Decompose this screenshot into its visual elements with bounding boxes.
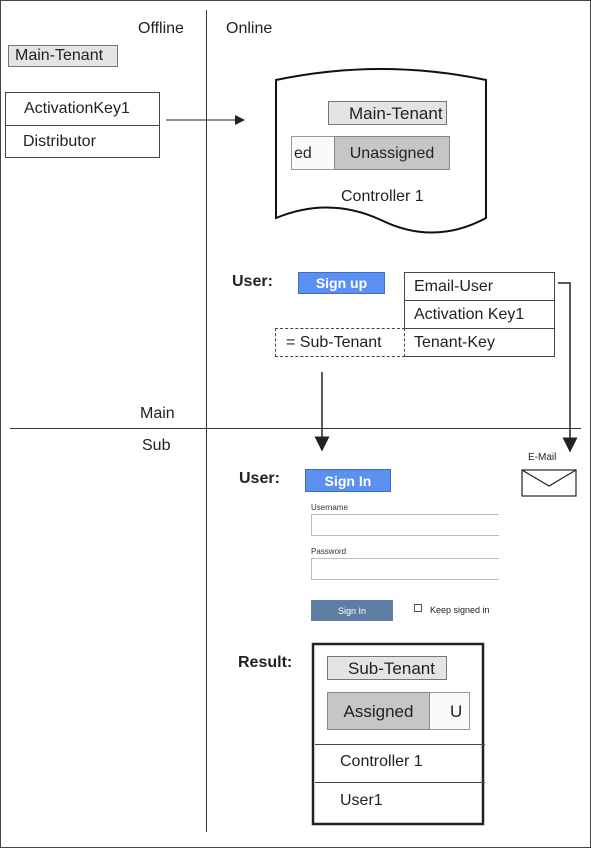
- main-section-label: Main: [140, 405, 175, 422]
- unassigned-segment-clipped: U: [430, 692, 470, 730]
- keep-signed-in-checkbox[interactable]: [414, 604, 422, 612]
- password-label: Password: [311, 547, 347, 556]
- offline-column-label: Offline: [138, 20, 184, 37]
- distributor-row: Distributor: [5, 125, 160, 158]
- tenant-key-field[interactable]: Tenant-Key: [404, 328, 555, 357]
- sub-tenant-field: = Sub-Tenant: [275, 328, 405, 357]
- result-divider-1: [315, 744, 485, 745]
- email-user-field[interactable]: Email-User: [404, 272, 555, 301]
- password-input[interactable]: [311, 558, 499, 580]
- activation-key-row: ActivationKey1: [5, 92, 160, 126]
- result-controller: Controller 1: [340, 753, 423, 770]
- envelope-icon: [521, 469, 577, 497]
- arrow-to-email: [558, 282, 578, 453]
- controller-name: Controller 1: [341, 188, 424, 205]
- signup-user-label: User:: [232, 273, 273, 290]
- keep-signed-in-label: Keep signed in: [430, 605, 490, 615]
- result-divider-2: [315, 782, 485, 783]
- activation-key-field[interactable]: Activation Key1: [404, 300, 555, 329]
- sub-section-label: Sub: [142, 437, 171, 454]
- online-column-label: Online: [226, 20, 273, 37]
- sign-in-button[interactable]: Sign In: [305, 469, 391, 492]
- assigned-segment-clipped: ed: [291, 136, 334, 170]
- username-input[interactable]: [311, 514, 499, 536]
- result-sub-tenant-tag: Sub-Tenant: [327, 656, 447, 680]
- email-label: E-Mail: [528, 452, 557, 463]
- sign-in-submit-button[interactable]: Sign In: [311, 600, 393, 621]
- main-sub-divider: [10, 428, 581, 429]
- result-label: Result:: [238, 654, 293, 671]
- result-card-border: [311, 642, 485, 826]
- controller-main-tenant-tag: Main-Tenant: [328, 101, 447, 125]
- offline-online-divider: [206, 10, 207, 832]
- result-user: User1: [340, 792, 383, 809]
- unassigned-segment: Unassigned: [334, 136, 450, 170]
- offline-main-tenant-tag: Main-Tenant: [8, 45, 118, 67]
- signin-user-label: User:: [239, 470, 280, 487]
- assigned-segment: Assigned: [327, 692, 430, 730]
- username-label: Username: [311, 503, 348, 512]
- sign-up-button[interactable]: Sign up: [298, 272, 385, 294]
